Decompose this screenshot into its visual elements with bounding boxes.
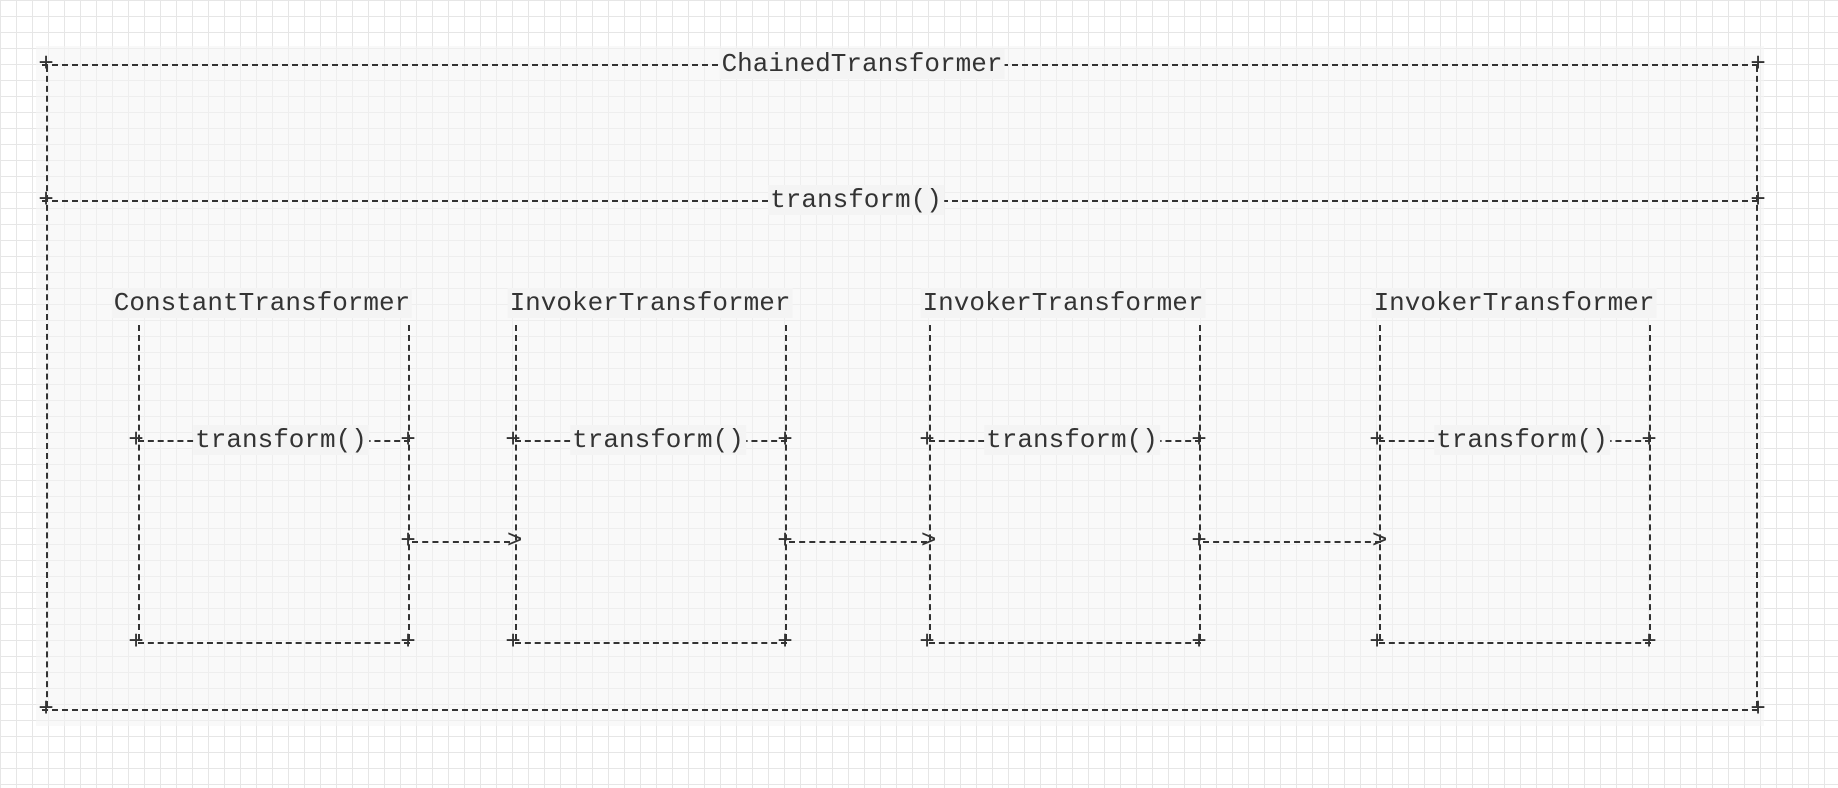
transformer-3-corner-bottom-right: + (1191, 627, 1207, 657)
outer-corner-bottom-right: + (1750, 694, 1766, 724)
transformer-2-corner-method-left: + (505, 425, 521, 455)
transformer-4-corner-method-right: + (1641, 425, 1657, 455)
transformer-4-name: InvokerTransformer (1371, 288, 1657, 318)
transformer-1-corner-bottom-left: + (128, 627, 144, 657)
transformer-1-corner-bottom-right: + (400, 627, 416, 657)
transformer-4-corner-bottom-left: + (1369, 627, 1385, 657)
transformer-4-method-label: transform() (1434, 425, 1610, 455)
diagram-background (36, 46, 1764, 726)
transformer-4-right-border (1649, 325, 1651, 640)
transformer-2-corner-bottom-right: + (777, 627, 793, 657)
transformer-2-name: InvokerTransformer (507, 288, 793, 318)
arrow-2-line (789, 541, 927, 543)
outer-corner-middle-left: + (38, 185, 54, 215)
transformer-3-corner-method-right: + (1191, 425, 1207, 455)
transformer-2-bottom-border (515, 642, 787, 644)
arrow-2-start-corner: + (777, 526, 793, 556)
outer-right-border (1756, 66, 1758, 707)
transformer-1-right-border (408, 325, 410, 640)
outer-corner-bottom-left: + (38, 694, 54, 724)
transformer-2-corner-method-right: + (777, 425, 793, 455)
transformer-1-name: ConstantTransformer (111, 288, 413, 318)
arrow-1-line (412, 541, 510, 543)
outer-corner-top-right: + (1750, 49, 1766, 79)
transformer-4-corner-bottom-right: + (1641, 627, 1657, 657)
transformer-3-bottom-border (929, 642, 1201, 644)
arrow-3-head: > (1371, 525, 1388, 556)
transformer-1-corner-method-left: + (128, 425, 144, 455)
transformer-3-corner-bottom-left: + (919, 627, 935, 657)
outer-corner-top-left: + (38, 49, 54, 79)
arrow-1-head: > (506, 525, 523, 556)
outer-title-label: ChainedTransformer (719, 49, 1005, 79)
transformer-2-right-border (785, 325, 787, 640)
arrow-1-start-corner: + (400, 526, 416, 556)
transformer-2-method-label: transform() (570, 425, 746, 455)
transformer-2-corner-bottom-left: + (505, 627, 521, 657)
arrow-2-head: > (920, 525, 937, 556)
transformer-1-left-border (138, 325, 140, 640)
transformer-3-corner-method-left: + (919, 425, 935, 455)
transformer-3-method-label: transform() (984, 425, 1160, 455)
arrow-3-start-corner: + (1191, 526, 1207, 556)
transformer-4-corner-method-left: + (1369, 425, 1385, 455)
transformer-2-left-border (515, 325, 517, 640)
transformer-3-right-border (1199, 325, 1201, 640)
transformer-1-corner-method-right: + (400, 425, 416, 455)
transformer-1-bottom-border (138, 642, 410, 644)
outer-bottom-border (42, 709, 1758, 711)
outer-corner-middle-right: + (1750, 185, 1766, 215)
transformer-3-left-border (929, 325, 931, 640)
transformer-1-method-label: transform() (193, 425, 369, 455)
outer-method-label: transform() (768, 185, 944, 215)
outer-left-border (46, 66, 48, 707)
transformer-4-bottom-border (1379, 642, 1651, 644)
transformer-3-name: InvokerTransformer (920, 288, 1206, 318)
arrow-3-line (1203, 541, 1381, 543)
transformer-4-left-border (1379, 325, 1381, 640)
